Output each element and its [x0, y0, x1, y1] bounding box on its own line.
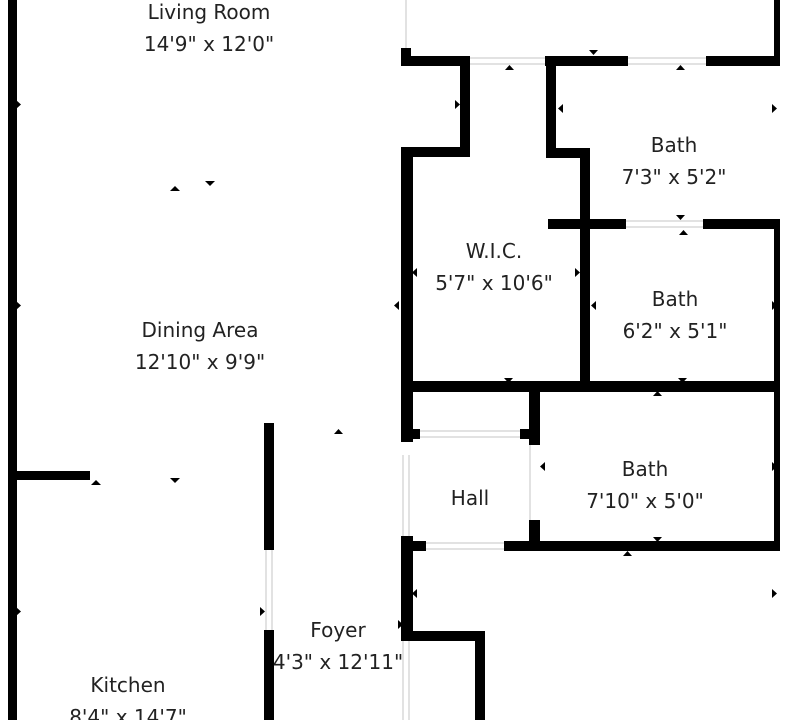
wall-bath1-bath2-right: [703, 219, 778, 229]
wall-lower-closet-top: [401, 631, 485, 641]
room-foyer: Foyer 4'3" x 12'11": [273, 618, 403, 674]
wall-lower-horizontal-right: [504, 541, 778, 551]
room-name: Bath: [652, 287, 699, 311]
room-bath-3: Bath 7'10" x 5'0": [586, 457, 704, 513]
room-name: Foyer: [310, 618, 366, 642]
room-dining-area: Dining Area 12'10" x 9'9": [135, 318, 265, 374]
room-dimensions: 7'3" x 5'2": [622, 165, 727, 189]
wall-bath1-jog: [546, 148, 590, 158]
room-name: W.I.C.: [466, 239, 522, 263]
wall-wic-jog-horizontal: [401, 147, 470, 157]
room-name: Bath: [651, 133, 698, 157]
wall-hall-top-right: [520, 429, 540, 439]
room-name: Hall: [451, 486, 489, 510]
room-kitchen: Kitchen 8'4" x 14'7": [69, 673, 187, 720]
thin-lines: [265, 0, 706, 720]
room-dimensions: 12'10" x 9'9": [135, 350, 265, 374]
wall-lower-closet-right: [475, 631, 485, 720]
wall-bath1-bath2-left: [548, 219, 626, 229]
wall-lower-horizontal-left: [401, 541, 426, 551]
wall-top-horizontal-3: [706, 56, 778, 66]
wall-main-vertical-lower: [401, 536, 413, 640]
wall-wic-jog-vertical: [460, 56, 470, 157]
wall-wic-right: [580, 148, 590, 388]
room-bath-2: Bath 6'2" x 5'1": [623, 287, 728, 343]
room-dimensions: 14'9" x 12'0": [144, 32, 274, 56]
room-dimensions: 5'7" x 10'6": [435, 271, 553, 295]
room-hall: Hall: [451, 486, 489, 510]
room-name: Bath: [622, 457, 669, 481]
room-dimensions: 6'2" x 5'1": [623, 319, 728, 343]
wall-right-exterior-mid: [774, 219, 780, 551]
room-name: Living Room: [148, 0, 271, 24]
room-name: Kitchen: [90, 673, 165, 697]
measurement-markers: [16, 50, 777, 629]
wall-mid-horizontal: [401, 381, 778, 392]
wall-hall-right: [529, 381, 540, 445]
room-dimensions: 8'4" x 14'7": [69, 705, 187, 720]
walls: [8, 0, 780, 720]
room-name: Dining Area: [142, 318, 259, 342]
room-living-room: Living Room 14'9" x 12'0": [144, 0, 274, 56]
room-dimensions: 4'3" x 12'11": [273, 650, 403, 674]
room-bath-1: Bath 7'3" x 5'2": [622, 133, 727, 189]
room-wic: W.I.C. 5'7" x 10'6": [435, 239, 553, 295]
wall-right-exterior-top: [774, 0, 780, 66]
wall-foyer-left-upper: [264, 423, 274, 550]
wall-foyer-left-lower: [264, 630, 274, 720]
wall-hall-top-left: [401, 429, 420, 439]
wall-top-horizontal-1: [401, 56, 470, 66]
wall-kitchen-dining: [8, 471, 90, 480]
wall-hall-right-lower: [529, 520, 540, 546]
wall-left-exterior: [8, 0, 17, 720]
room-dimensions: 7'10" x 5'0": [586, 489, 704, 513]
wall-top-horizontal-2: [545, 56, 628, 66]
wall-main-vertical-upper: [401, 147, 413, 442]
wall-bath1-left: [546, 56, 556, 158]
